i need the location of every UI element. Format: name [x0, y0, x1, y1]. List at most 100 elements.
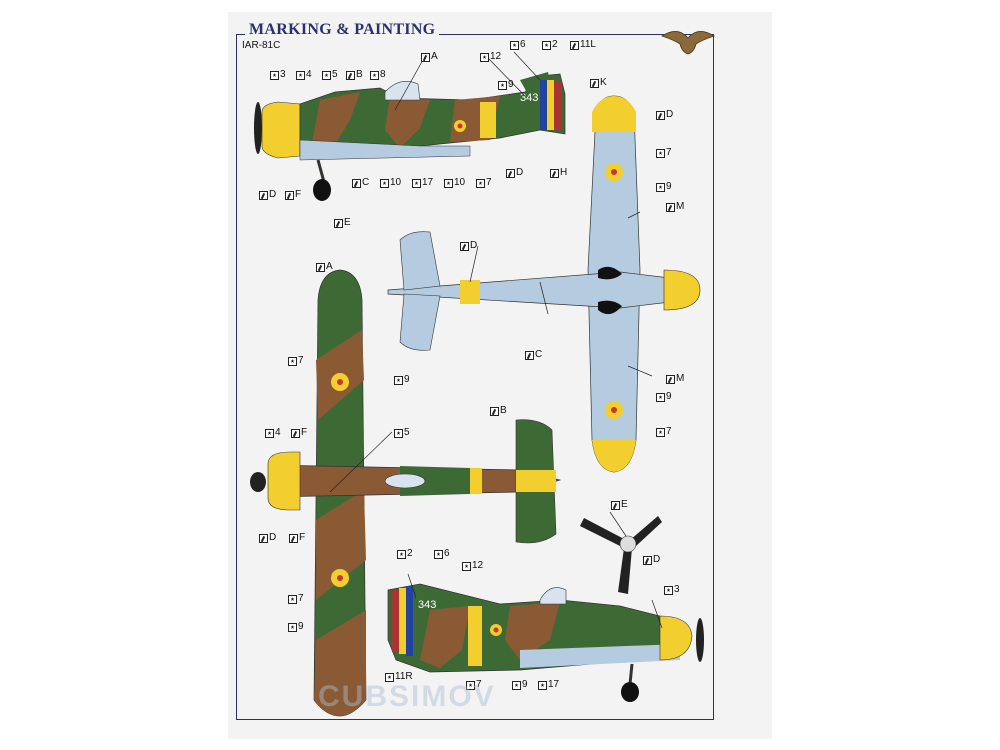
callout-paint-D-propeller: D [643, 555, 660, 565]
callout-decal-7-topview-lower: 7 [288, 594, 304, 604]
paint-brush-icon [346, 70, 355, 80]
paint-brush-icon [334, 218, 343, 228]
callout-paint-K: K [590, 78, 607, 88]
decal-star-icon [270, 70, 279, 80]
callout-decal-10a: 10 [380, 178, 401, 188]
decal-star-icon [394, 375, 403, 385]
paint-brush-icon [289, 533, 298, 543]
page-frame [236, 34, 714, 720]
callout-decal-7-topview-upper: 7 [288, 356, 304, 366]
decal-star-icon [385, 672, 394, 682]
decal-star-icon [288, 594, 297, 604]
callout-paint-C-underside: C [525, 350, 542, 360]
callout-paint-B-top: B [346, 70, 363, 80]
callout-decal-9-topview-upper: 9 [394, 375, 410, 385]
page-title: MARKING & PAINTING [245, 21, 440, 39]
profile-left-top [254, 72, 566, 201]
callout-paint-11L: 11L [570, 40, 596, 50]
callout-decal-7-underside-lower: 7 [656, 427, 672, 437]
paint-brush-icon [285, 190, 294, 200]
callout-decal-7-top: 7 [476, 178, 492, 188]
decal-star-icon [394, 428, 403, 438]
paint-brush-icon [525, 350, 534, 360]
callout-decal-10b: 10 [444, 178, 465, 188]
callout-decal-4-top: 4 [296, 70, 312, 80]
callout-decal-11R: 11R [385, 672, 413, 682]
decal-star-icon [265, 428, 274, 438]
top-view [250, 269, 562, 717]
paint-brush-icon [259, 533, 268, 543]
callout-paint-H: H [550, 168, 567, 178]
callout-decal-5-topview: 5 [394, 428, 410, 438]
callout-decal-12-top: 12 [480, 52, 501, 62]
callout-decal-17-top: 17 [412, 178, 433, 188]
aircraft-model-label: IAR-81C [242, 40, 281, 51]
paint-brush-icon [666, 202, 675, 212]
decal-star-icon [480, 52, 489, 62]
decal-star-icon [510, 40, 519, 50]
callout-decal-7-underside: 7 [656, 148, 672, 158]
decal-star-icon [656, 148, 665, 158]
decal-star-icon [664, 585, 673, 595]
paint-brush-icon [421, 52, 430, 62]
callout-paint-C-top: C [352, 178, 369, 188]
callout-paint-E-top: E [334, 218, 351, 228]
decal-star-icon [476, 178, 485, 188]
callout-paint-M-lower: M [666, 374, 684, 384]
paint-brush-icon [506, 168, 515, 178]
paint-brush-icon [656, 110, 665, 120]
paint-brush-icon [643, 555, 652, 565]
callout-decal-2-top: 2 [542, 40, 558, 50]
callout-paint-D-top-band: D [506, 168, 523, 178]
callout-paint-B-topview: B [490, 406, 507, 416]
paint-brush-icon [550, 168, 559, 178]
callout-paint-D-nose: D [259, 190, 276, 200]
decal-star-icon [498, 80, 507, 90]
profile-right-bottom [387, 583, 704, 702]
decal-star-icon [296, 70, 305, 80]
callout-paint-D-topview: D [259, 533, 276, 543]
callout-decal-3-top: 3 [270, 70, 286, 80]
callout-decal-9-bottom: 9 [512, 680, 528, 690]
paint-brush-icon [611, 500, 620, 510]
paint-brush-icon [316, 262, 325, 272]
paint-brush-icon [352, 178, 361, 188]
decal-star-icon [380, 178, 389, 188]
paint-brush-icon [460, 241, 469, 251]
callout-paint-E-propeller: E [611, 500, 628, 510]
decal-star-icon [370, 70, 379, 80]
callout-decal-9-top: 9 [498, 80, 514, 90]
eagle-emblem-icon [661, 31, 715, 55]
paint-brush-icon [666, 374, 675, 384]
paint-brush-icon [291, 428, 300, 438]
leader-lines [329, 51, 663, 629]
decal-star-icon [512, 680, 521, 690]
callout-decal-17-bottom: 17 [538, 680, 559, 690]
decal-star-icon [322, 70, 331, 80]
decal-star-icon [656, 427, 665, 437]
paint-brush-icon [590, 78, 599, 88]
callout-decal-3-bottom: 3 [664, 585, 680, 595]
callout-paint-M-upper: M [666, 202, 684, 212]
decal-star-icon [412, 178, 421, 188]
callout-decal-9-underside-lower: 9 [656, 392, 672, 402]
watermark: CUBSIMOV [318, 680, 496, 713]
decal-star-icon [288, 622, 297, 632]
aircraft-code-bottom: 343 [418, 599, 436, 611]
callout-paint-F-topview-upper: F [291, 428, 307, 438]
underside-view [387, 95, 701, 473]
callout-decal-7-bottom: 7 [466, 680, 482, 690]
decal-star-icon [538, 680, 547, 690]
callout-decal-9-underside: 9 [656, 182, 672, 192]
callout-paint-A-top: A [421, 52, 438, 62]
paint-brush-icon [259, 190, 268, 200]
decal-star-icon [542, 40, 551, 50]
paint-brush-icon [570, 40, 579, 50]
callout-decal-9-topview-lower: 9 [288, 622, 304, 632]
aircraft-code-top: 343 [520, 92, 538, 104]
callout-decal-6-bottom: 6 [434, 549, 450, 559]
callout-decal-2-bottom: 2 [397, 549, 413, 559]
callout-decal-5-top: 5 [322, 70, 338, 80]
callout-paint-F-top: F [285, 190, 301, 200]
